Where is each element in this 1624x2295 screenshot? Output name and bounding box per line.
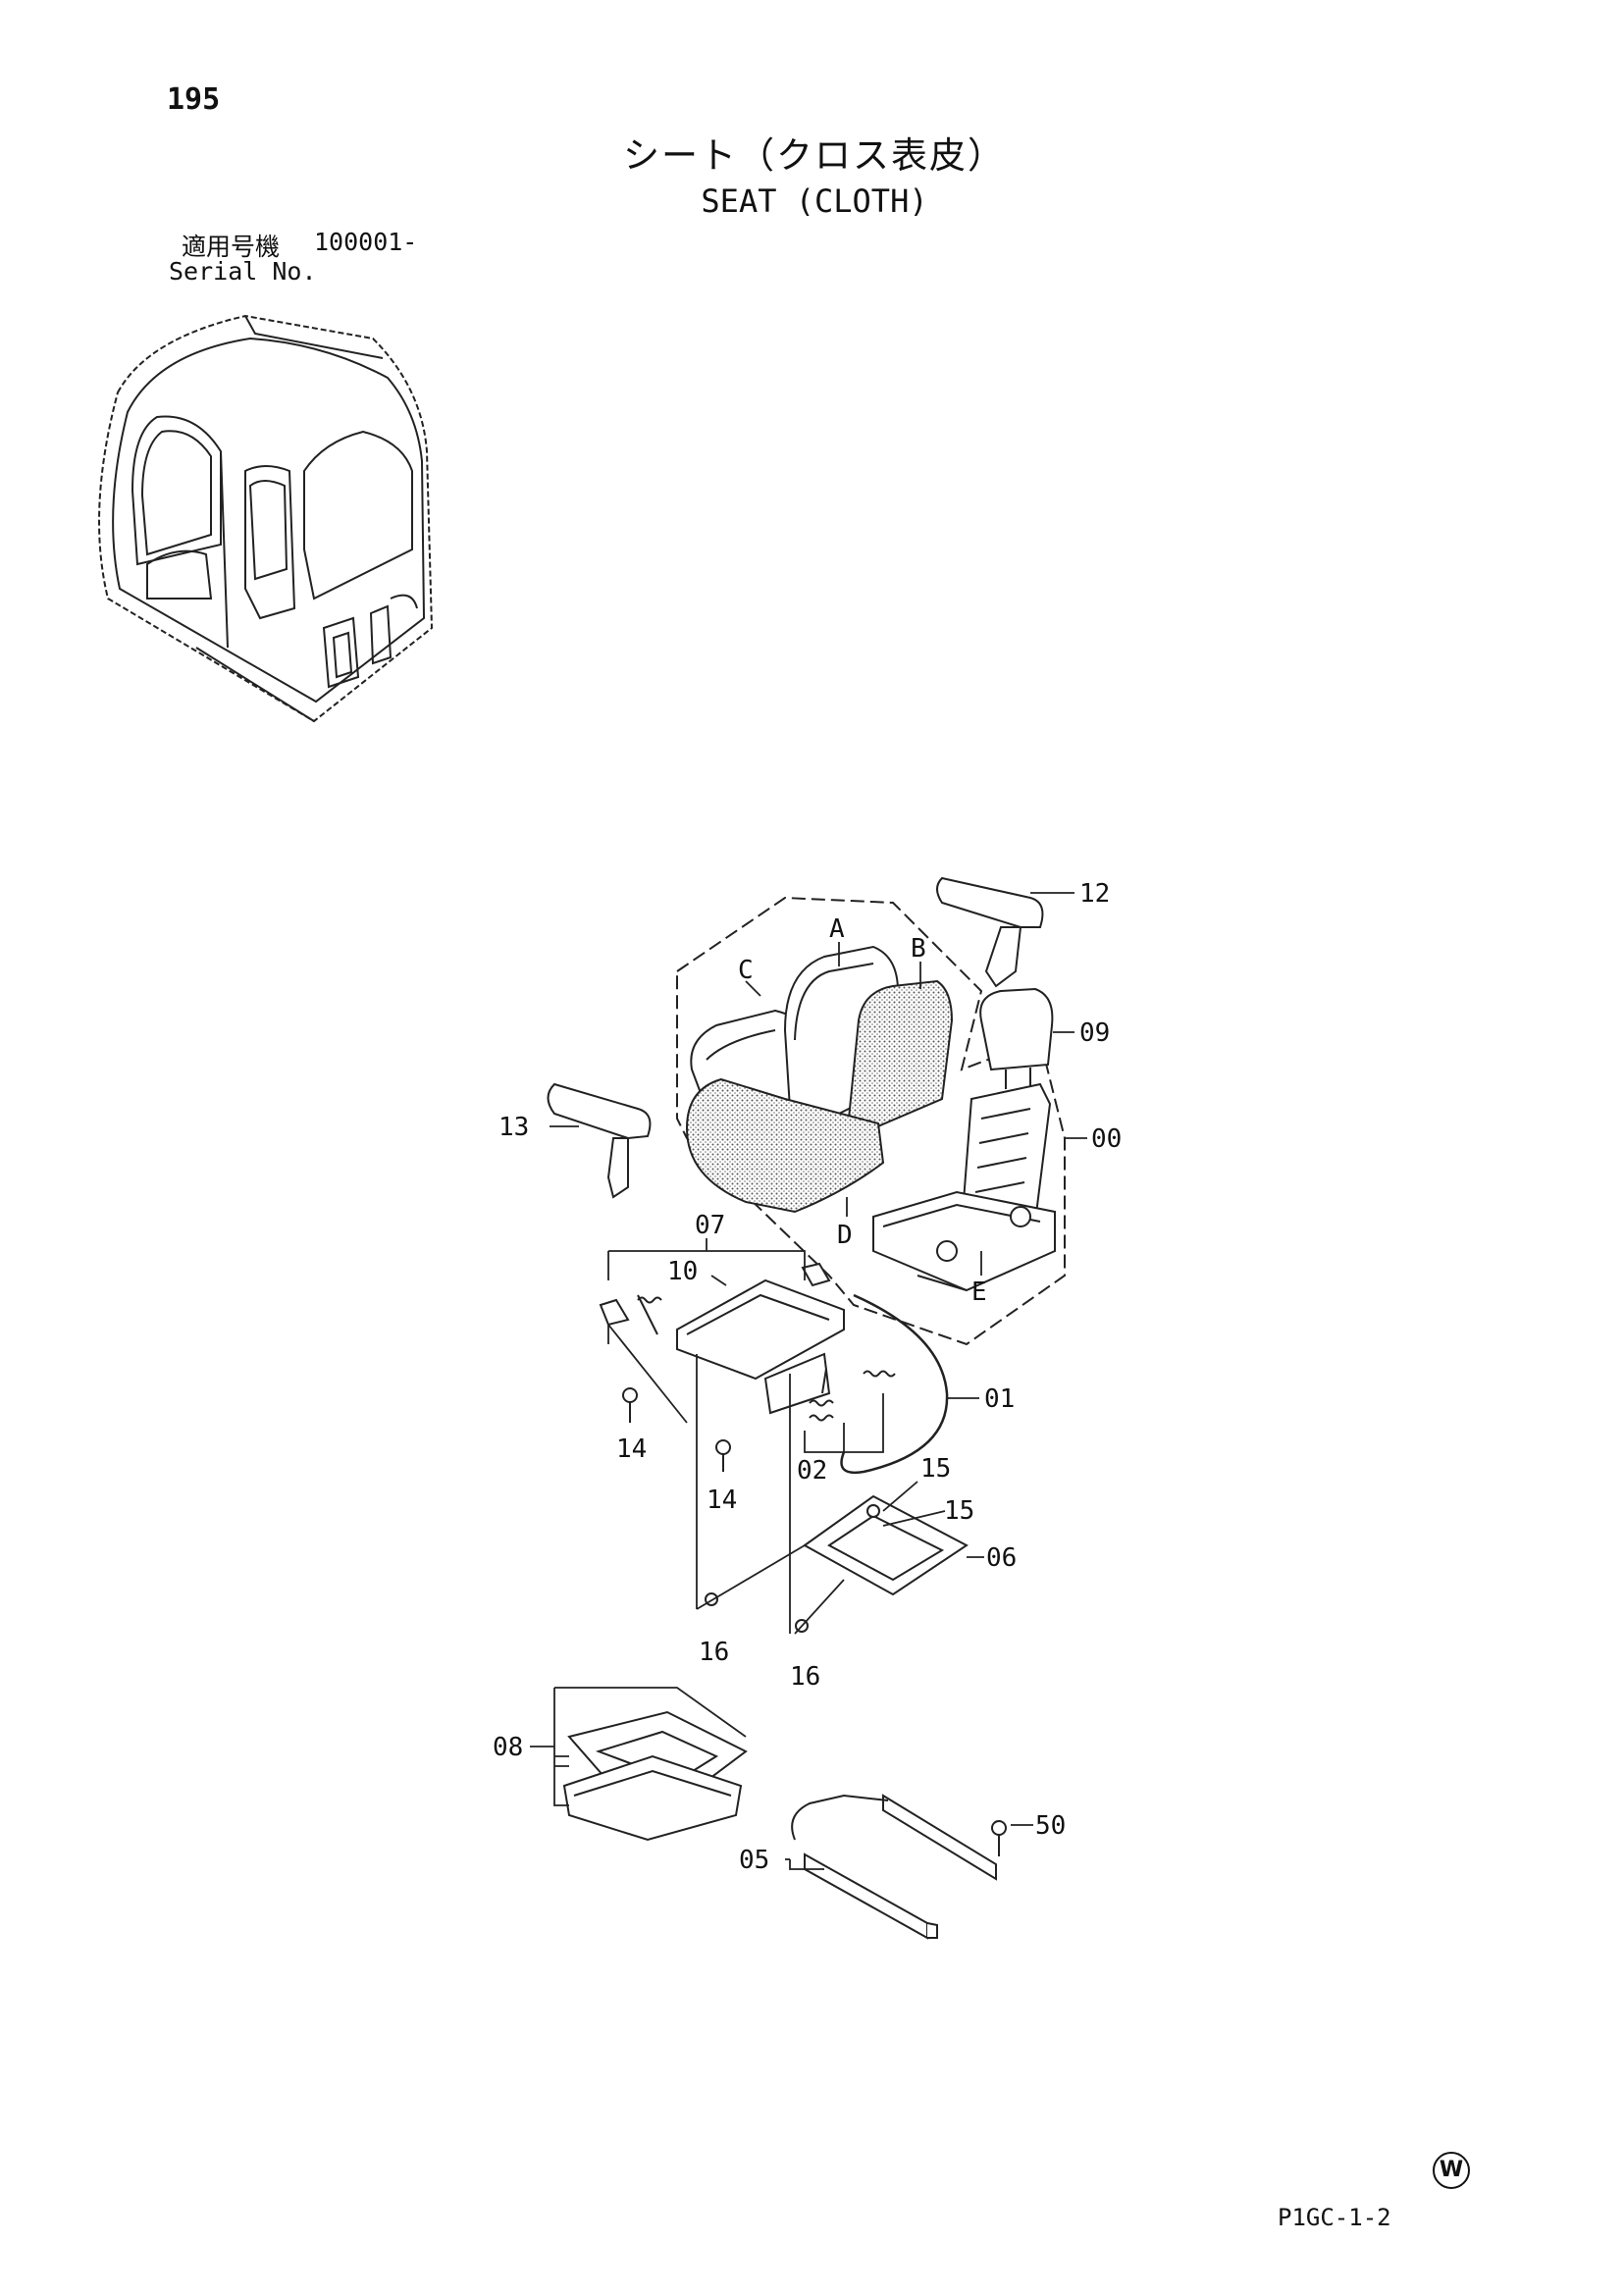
slide-frame-10 bbox=[599, 1262, 896, 1422]
part-label: 02 bbox=[797, 1456, 827, 1486]
screws-14 bbox=[622, 1387, 731, 1472]
part-label: 15 bbox=[920, 1454, 951, 1484]
suspension-cover-08 bbox=[562, 1710, 748, 1842]
armrest-12 bbox=[936, 876, 1044, 988]
part-label: 15 bbox=[944, 1496, 974, 1526]
page-code: P1GC-1-2 bbox=[1278, 2204, 1391, 2231]
slide-rail-05 bbox=[791, 1794, 997, 1940]
washers-16 bbox=[705, 1592, 809, 1633]
sub-label: A bbox=[829, 914, 845, 944]
rail-plate-06 bbox=[803, 1494, 969, 1596]
serial-label-en: Serial No. bbox=[169, 257, 317, 286]
part-label: 12 bbox=[1079, 879, 1110, 909]
seat-back-cover-b bbox=[847, 979, 954, 1130]
sub-part-labels: A B C D E bbox=[738, 914, 987, 1307]
sub-label: D bbox=[837, 1221, 853, 1250]
part-label: 16 bbox=[790, 1662, 820, 1692]
title-japanese: シート（クロス表皮） bbox=[623, 134, 1006, 177]
headrest-09 bbox=[979, 987, 1054, 1089]
leader-lines bbox=[530, 892, 1087, 1870]
part-label: 50 bbox=[1035, 1811, 1066, 1841]
part-label: 00 bbox=[1091, 1124, 1122, 1154]
title-english: SEAT (CLOTH) bbox=[701, 183, 928, 220]
part-label: 14 bbox=[616, 1434, 647, 1464]
part-label: 05 bbox=[739, 1846, 769, 1875]
part-label: 09 bbox=[1079, 1018, 1110, 1048]
armrest-13 bbox=[547, 1082, 652, 1199]
cab-illustration bbox=[98, 314, 434, 723]
bolt-50 bbox=[991, 1820, 1007, 1856]
part-label: 06 bbox=[986, 1543, 1017, 1573]
circled-w-mark: W bbox=[1433, 2152, 1470, 2189]
seat-cushion-cover-d bbox=[685, 1077, 885, 1214]
serial-label-ja: 適用号機 bbox=[182, 233, 281, 261]
part-label: 10 bbox=[667, 1257, 698, 1286]
page-number: 195 bbox=[167, 82, 221, 117]
part-label: 07 bbox=[695, 1211, 725, 1240]
sub-label: B bbox=[911, 934, 926, 964]
part-label: 13 bbox=[498, 1113, 529, 1142]
seat-frame-e bbox=[872, 1082, 1056, 1292]
sub-label: C bbox=[738, 956, 754, 985]
serial-value: 100001- bbox=[314, 228, 418, 256]
part-label: 16 bbox=[699, 1638, 729, 1667]
part-label: 14 bbox=[707, 1486, 737, 1515]
sub-label: E bbox=[971, 1278, 987, 1307]
part-labels: 12 09 00 13 07 10 01 14 14 02 15 15 06 1… bbox=[493, 879, 1122, 1875]
part-label: 01 bbox=[984, 1384, 1015, 1414]
part-label: 08 bbox=[493, 1733, 523, 1762]
release-cable-01 bbox=[840, 1293, 949, 1475]
